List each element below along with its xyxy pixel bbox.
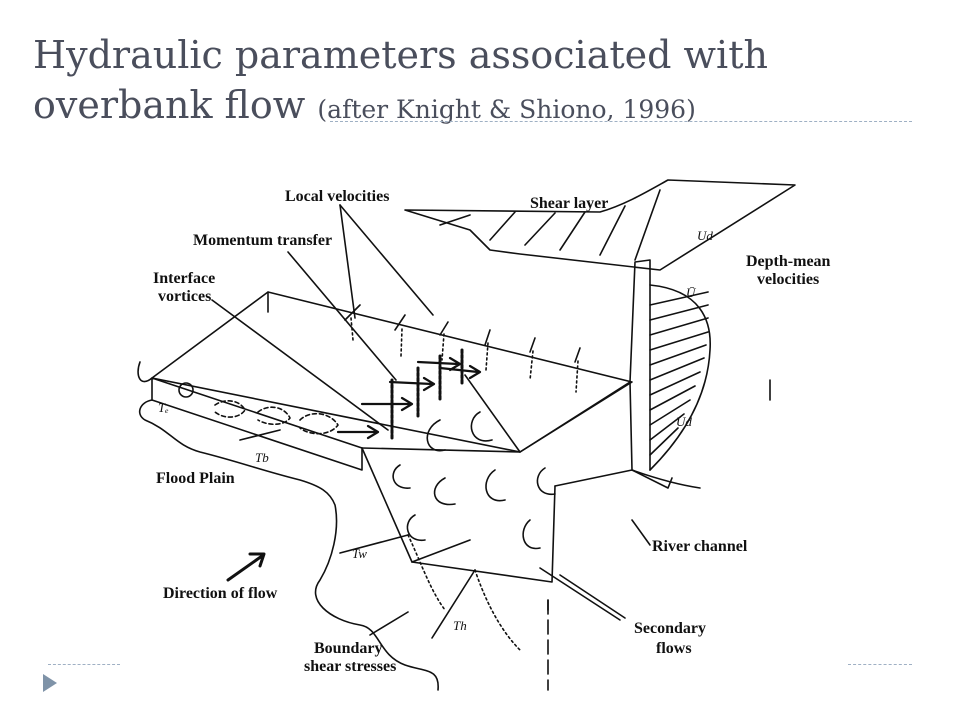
footer-divider-left — [48, 664, 120, 665]
depth-profile-face — [629, 259, 651, 471]
vortex-6 — [522, 519, 541, 550]
leader-local-velocities-2 — [339, 204, 356, 319]
vortex-5 — [406, 514, 426, 541]
ground-wave-right — [631, 469, 701, 489]
tw-indicator-dotted — [407, 534, 446, 611]
title-citation: (after Knight & Shiono, 1996) — [317, 95, 696, 124]
local-velocity-profiles — [344, 304, 581, 363]
title-divider — [330, 121, 912, 122]
boundary-shear-profile — [138, 399, 439, 691]
label-river-channel: River channel — [652, 538, 748, 555]
tw-indicator — [339, 534, 409, 554]
slide-bullet-icon — [43, 674, 57, 692]
vortex-1 — [426, 419, 446, 452]
channel-left-wall — [361, 447, 471, 563]
symbol-tau-h: Th — [453, 618, 467, 633]
leader-boundary-shear — [369, 611, 409, 636]
symbol-ud-top: Ud — [697, 228, 713, 243]
leader-interface-vortices — [211, 299, 389, 431]
direction-of-flow-arrow — [226, 552, 266, 582]
label-depth-mean-1: Depth-mean — [746, 253, 831, 270]
channel-front-face — [519, 381, 633, 487]
symbol-tau-left: Tₑ — [158, 400, 169, 415]
depth-mean-hatch — [649, 291, 709, 456]
leader-momentum-transfer — [287, 251, 397, 381]
label-shear-layer: Shear layer — [530, 195, 609, 212]
right-side-lines — [547, 379, 771, 611]
label-secondary-flows-2: flows — [656, 640, 692, 657]
momentum-arrows — [336, 356, 482, 440]
label-interface-vortices-1: Interface — [153, 270, 216, 287]
footer-divider-right — [848, 664, 912, 665]
tb-indicator — [239, 429, 281, 441]
label-local-velocities: Local velocities — [285, 188, 390, 205]
label-depth-mean-2: velocities — [757, 271, 820, 288]
channel-bottom — [411, 485, 556, 583]
label-direction-of-flow: Direction of flow — [163, 585, 278, 602]
local-velocity-hatches — [350, 317, 579, 393]
vortex-4 — [485, 469, 506, 502]
shear-layer-surface — [404, 179, 796, 271]
floodplain-cross-section-circle — [178, 382, 194, 398]
label-interface-vortices-2: vortices — [158, 288, 212, 305]
title-line-2: overbank flow (after Knight & Shiono, 19… — [33, 80, 933, 135]
leader-secondary-flows — [539, 567, 621, 621]
symbol-tau-b: Tb — [255, 450, 269, 465]
title-line-2-main: overbank flow — [33, 83, 306, 127]
page-title: Hydraulic parameters associated with ove… — [33, 30, 933, 135]
vortex-8 — [392, 464, 411, 489]
title-line-1: Hydraulic parameters associated with — [33, 33, 768, 77]
symbol-ubar: Ū — [686, 285, 696, 300]
label-boundary-shear-2: shear stresses — [304, 658, 397, 675]
th-indicator — [431, 569, 476, 639]
interface-vortices — [214, 400, 339, 435]
leader-local-velocities — [339, 204, 434, 316]
leader-river-channel — [631, 519, 651, 546]
channel-side-slope — [464, 374, 521, 453]
velocity-profile-curve — [649, 284, 711, 471]
label-momentum-transfer: Momentum transfer — [193, 232, 333, 249]
floodplain-front-face — [151, 377, 363, 471]
label-secondary-flows-1: Secondary — [634, 620, 706, 637]
symbol-tau-w: Tw — [352, 546, 367, 561]
label-boundary-shear-1: Boundary — [314, 640, 383, 657]
ground-wave-left — [137, 361, 153, 383]
vortex-2 — [470, 411, 493, 442]
momentum-coils — [390, 348, 464, 442]
vortex-3 — [433, 477, 456, 506]
th-indicator-dotted — [474, 569, 521, 651]
symbol-ud-mid: Ud — [676, 414, 692, 429]
label-flood-plain: Flood Plain — [156, 470, 235, 487]
vortex-7 — [536, 467, 556, 495]
shear-layer-hatch — [439, 189, 661, 261]
floodplain-top-face — [151, 291, 633, 453]
leader-secondary-flows-2 — [559, 574, 626, 619]
